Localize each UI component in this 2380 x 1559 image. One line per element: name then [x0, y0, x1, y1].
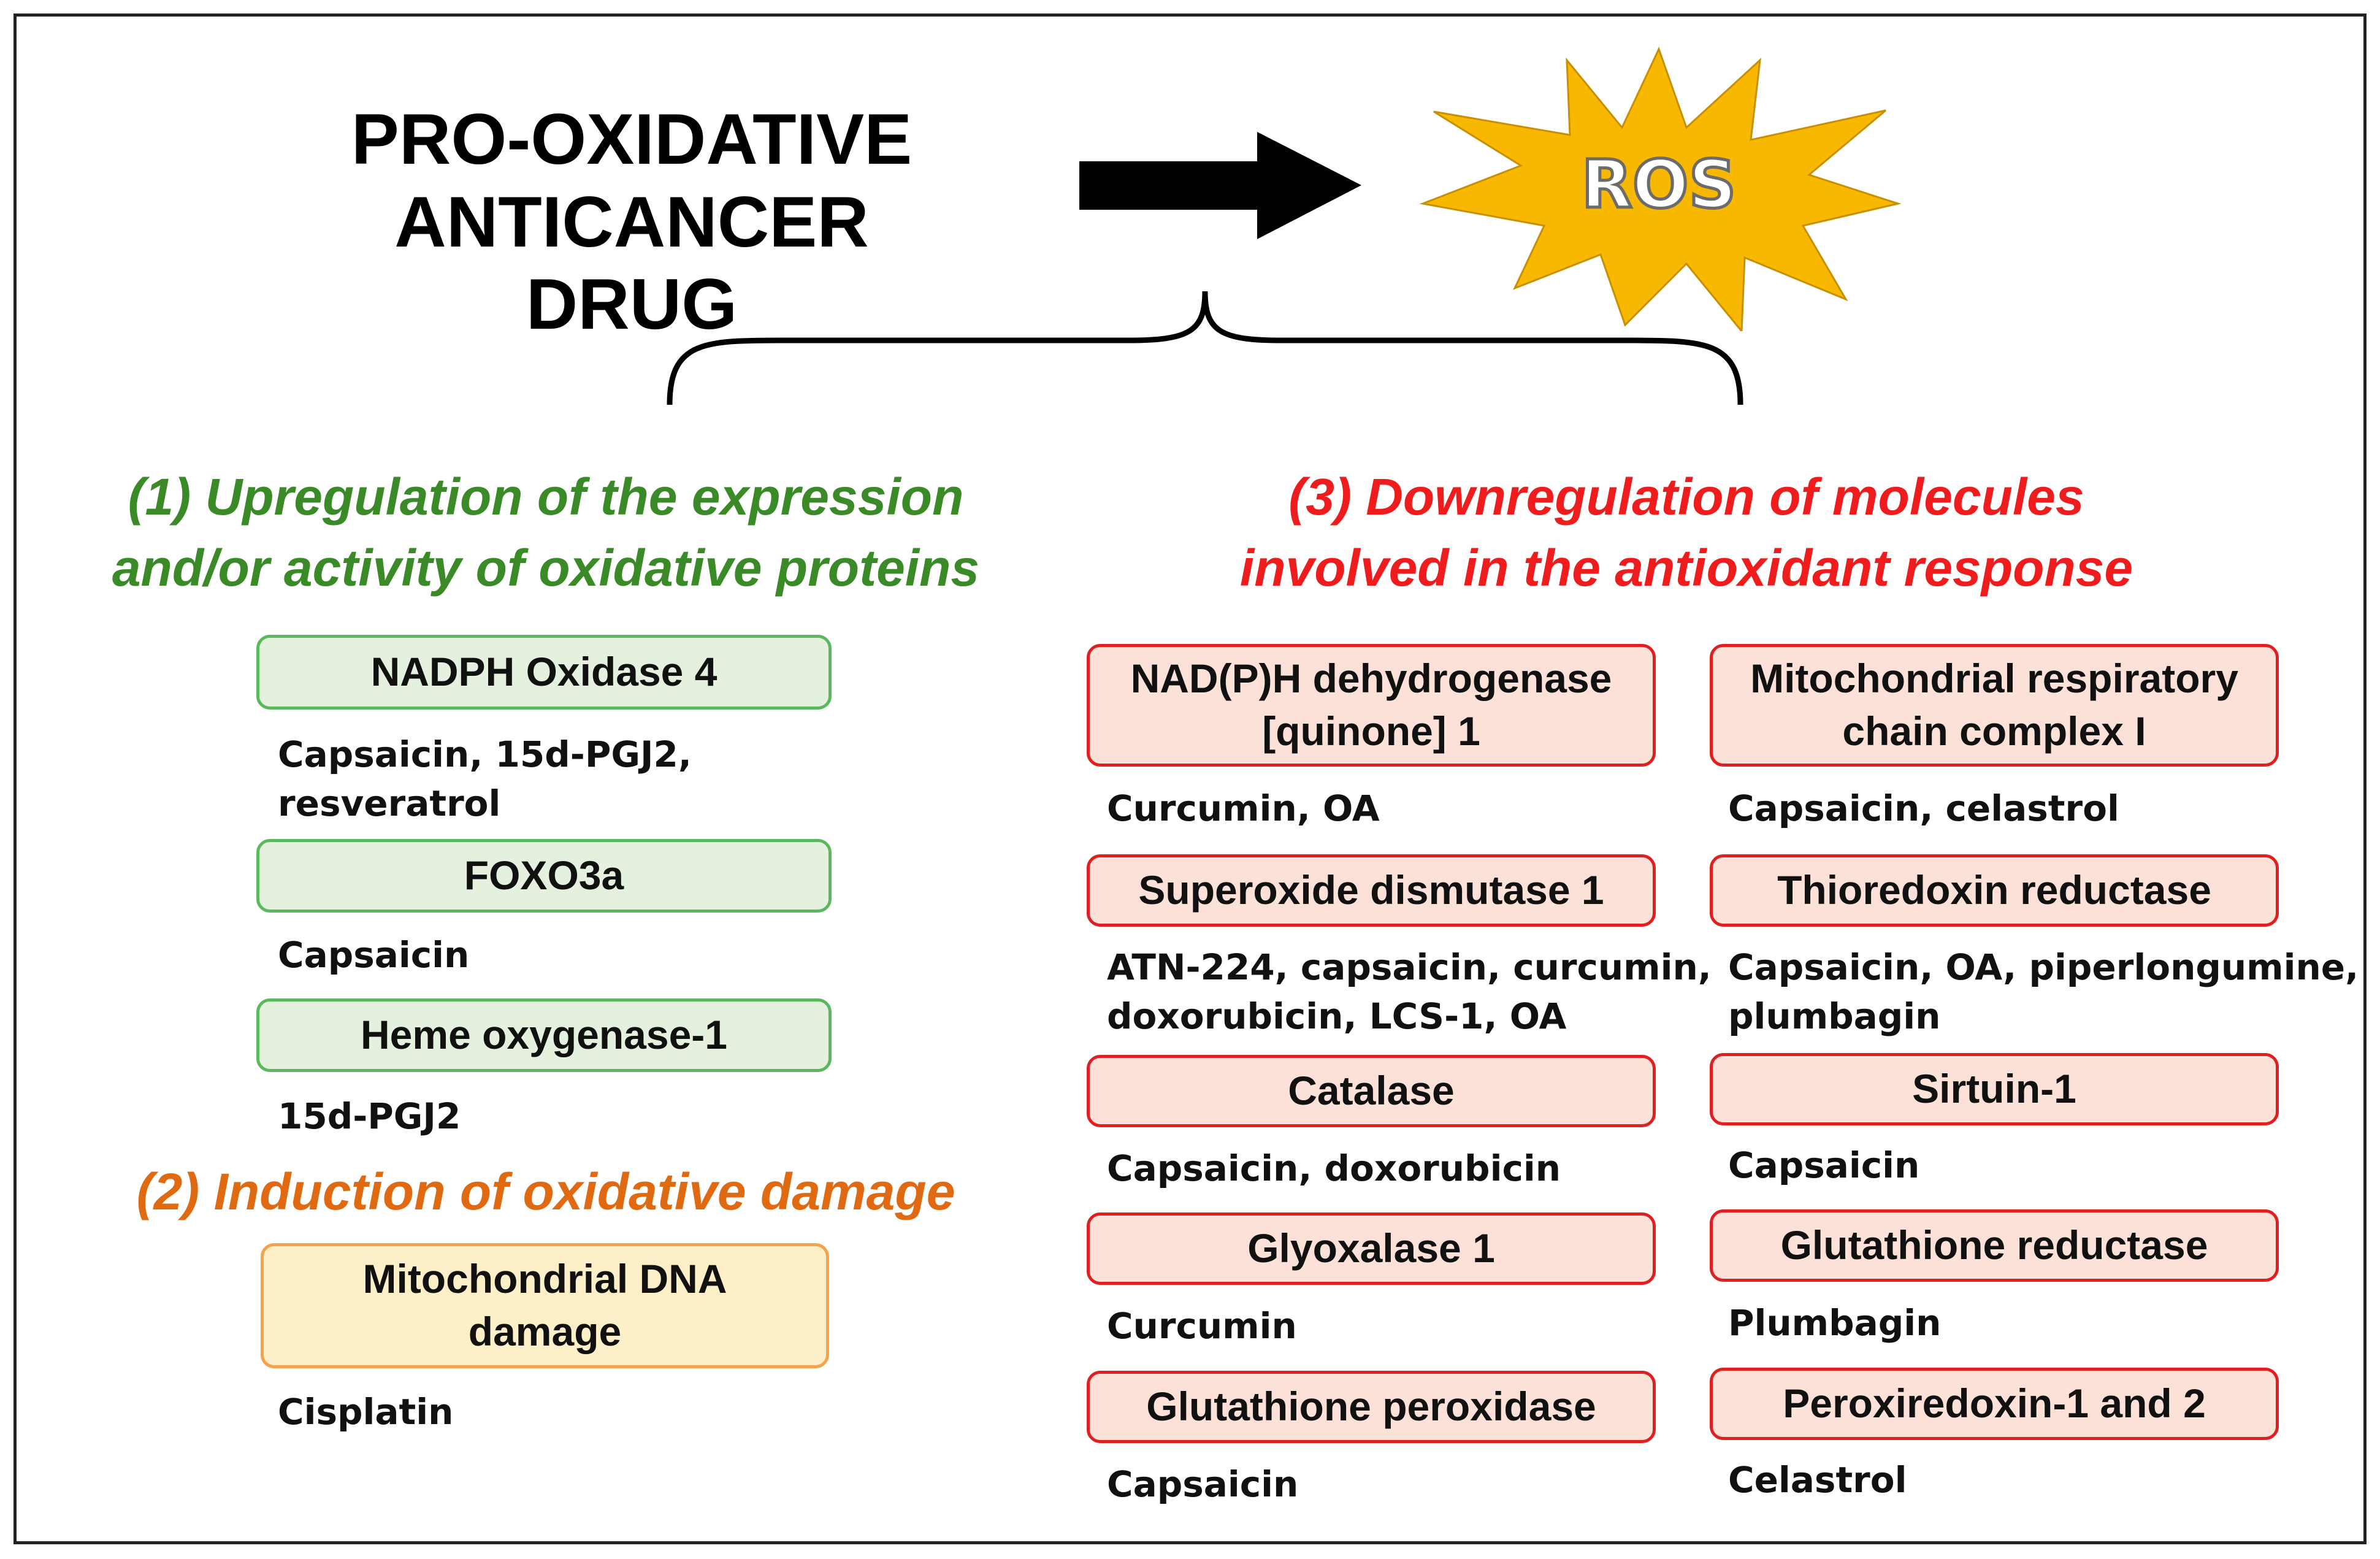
drug-list: Celastrol — [1728, 1455, 1907, 1504]
protein-box: Heme oxygenase-1 — [256, 998, 832, 1072]
protein-label: NADPH Oxidase 4 — [370, 649, 717, 695]
antioxidant-label-line1: Mitochondrial respiratory — [1750, 656, 2238, 702]
drug-list-line: resveratrol — [278, 783, 501, 824]
antioxidant-box: Glutathione peroxidase — [1087, 1371, 1656, 1443]
antioxidant-label-line2: chain complex I — [1842, 708, 2146, 754]
drug-list-line: Capsaicin — [1107, 1463, 1299, 1505]
antioxidant-box: Glyoxalase 1 — [1087, 1212, 1656, 1285]
drug-list-line: Plumbagin — [1728, 1302, 1942, 1344]
drug-list-line: Capsaicin — [1728, 1144, 1920, 1186]
drug-list-line: ATN-224, capsaicin, curcumin, — [1107, 946, 1712, 988]
drug-list-line: Capsaicin — [278, 934, 470, 976]
section3-heading: (3) Downregulation of molecules involved… — [1128, 461, 2244, 603]
drug-list: Cisplatin — [278, 1387, 453, 1436]
drug-list: Capsaicin — [1107, 1460, 1298, 1509]
drug-list: Curcumin — [1107, 1301, 1297, 1350]
drug-title-line2: ANTICANCER DRUG — [394, 181, 869, 345]
antioxidant-label-line2: [quinone] 1 — [1262, 708, 1480, 754]
drug-list: Capsaicin — [278, 930, 469, 979]
drug-list-line: Cisplatin — [278, 1391, 454, 1433]
protein-box: NADPH Oxidase 4 — [256, 635, 832, 710]
drug-list-line: Curcumin — [1107, 1305, 1297, 1347]
drug-list-line: Capsaicin, doxorubicin — [1107, 1147, 1561, 1189]
protein-label: Heme oxygenase-1 — [361, 1012, 727, 1058]
drug-list: Capsaicin, OA, piperlongumine, plumbagin — [1728, 943, 2359, 1041]
drug-title-line1: PRO-OXIDATIVE — [351, 99, 913, 179]
antioxidant-box: NAD(P)H dehydrogenase [quinone] 1 — [1087, 644, 1656, 767]
section1-heading-line2: and/or activity of oxidative proteins — [112, 539, 980, 597]
ros-label: ROS — [1582, 147, 1737, 223]
drug-title: PRO-OXIDATIVE ANTICANCER DRUG — [294, 98, 969, 346]
antioxidant-box: Peroxiredoxin-1 and 2 — [1710, 1368, 2279, 1440]
drug-list: Capsaicin, doxorubicin — [1107, 1144, 1561, 1193]
drug-list-line: Capsaicin, celastrol — [1728, 787, 2119, 829]
damage-box: Mitochondrial DNA damage — [261, 1243, 829, 1368]
protein-label: FOXO3a — [464, 852, 624, 898]
antioxidant-label: Catalase — [1288, 1068, 1455, 1114]
antioxidant-box: Thioredoxin reductase — [1710, 854, 2279, 927]
drug-list: Capsaicin, celastrol — [1728, 784, 2119, 833]
figure-frame — [13, 13, 2367, 1544]
drug-list-line: Capsaicin, OA, piperlongumine, — [1728, 946, 2359, 988]
drug-list: Curcumin, OA — [1107, 784, 1380, 833]
section2-heading: (2) Induction of oxidative damage — [136, 1163, 955, 1220]
antioxidant-label: Glutathione peroxidase — [1146, 1384, 1596, 1430]
curly-brace — [667, 291, 1743, 405]
antioxidant-box: Sirtuin-1 — [1710, 1053, 2279, 1125]
antioxidant-box: Catalase — [1087, 1055, 1656, 1127]
antioxidant-label: Peroxiredoxin-1 and 2 — [1783, 1381, 2206, 1427]
ros-starburst: ROS — [1419, 47, 1901, 331]
drug-list-line: doxorubicin, LCS-1, OA — [1107, 995, 1567, 1037]
drug-list: Capsaicin — [1728, 1141, 1919, 1190]
antioxidant-label: Thioredoxin reductase — [1777, 867, 2211, 913]
antioxidant-label: Glutathione reductase — [1780, 1222, 2208, 1268]
drug-list-line: Curcumin, OA — [1107, 787, 1380, 829]
drug-list-line: Celastrol — [1728, 1459, 1907, 1501]
antioxidant-box: Glutathione reductase — [1710, 1209, 2279, 1282]
drug-list: 15d-PGJ2 — [278, 1092, 461, 1141]
antioxidant-box: Mitochondrial respiratory chain complex … — [1710, 644, 2279, 767]
right-arrow-icon — [1079, 132, 1361, 239]
drug-list: Plumbagin — [1728, 1298, 1941, 1347]
section1-heading: (1) Upregulation of the expression and/o… — [74, 461, 1018, 603]
section1-heading-line1: (1) Upregulation of the expression — [128, 468, 964, 526]
starburst-icon — [1419, 47, 1901, 331]
drug-list: ATN-224, capsaicin, curcumin, doxorubici… — [1107, 943, 1712, 1041]
antioxidant-label: Sirtuin-1 — [1912, 1066, 2076, 1112]
section3-heading-line2: involved in the antioxidant response — [1239, 539, 2133, 597]
antioxidant-box: Superoxide dismutase 1 — [1087, 854, 1656, 927]
antioxidant-label-line1: NAD(P)H dehydrogenase — [1130, 656, 1612, 702]
damage-label-line2: damage — [468, 1309, 622, 1354]
protein-box: FOXO3a — [256, 839, 832, 913]
antioxidant-label: Superoxide dismutase 1 — [1138, 867, 1604, 913]
drug-list-line: plumbagin — [1728, 995, 1941, 1037]
section3-heading-line1: (3) Downregulation of molecules — [1288, 468, 2084, 526]
damage-label-line1: Mitochondrial DNA — [362, 1256, 727, 1302]
drug-list: Capsaicin, 15d-PGJ2, resveratrol — [278, 730, 692, 828]
drug-list-line: 15d-PGJ2 — [278, 1095, 461, 1137]
drug-list-line: Capsaicin, 15d-PGJ2, — [278, 734, 692, 775]
antioxidant-label: Glyoxalase 1 — [1247, 1225, 1495, 1271]
